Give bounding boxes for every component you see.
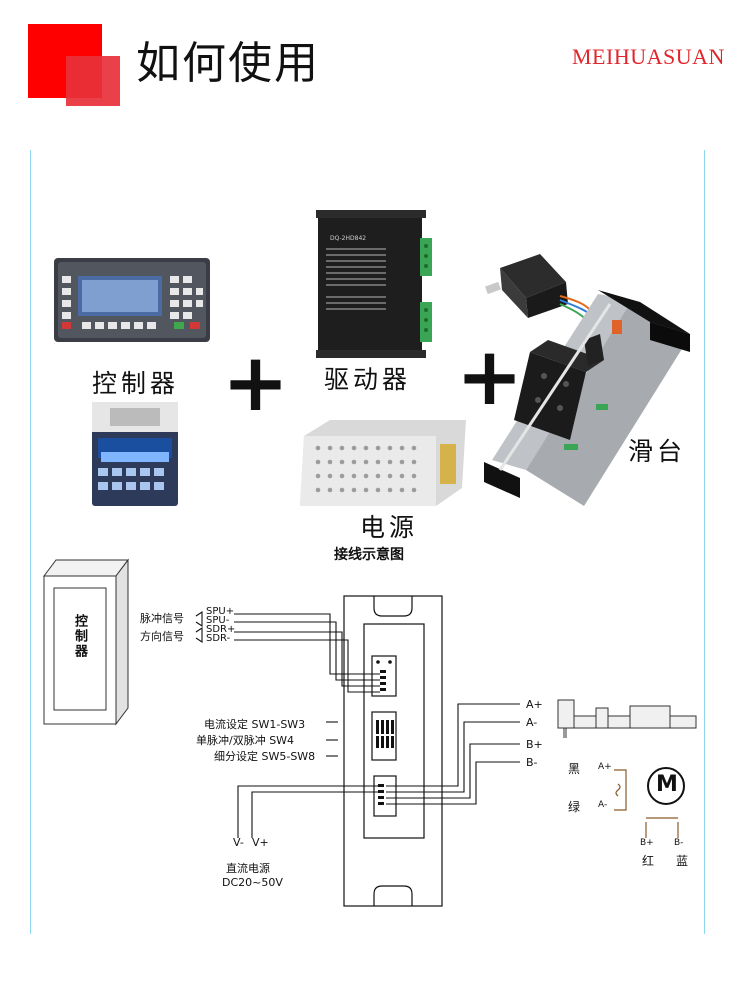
wire-color-green: 绿 (568, 800, 581, 814)
mini-slide-drawing (557, 699, 697, 738)
stepper-driver-image (316, 210, 432, 358)
pin-spu-plus: SPU+ (206, 606, 235, 617)
frame-right-line (704, 150, 705, 934)
brand-name: MEIHUASUAN (572, 44, 725, 69)
wire-color-red: 红 (642, 854, 655, 868)
driver-outline (343, 595, 443, 907)
controller-label: 控制器 (92, 369, 180, 398)
stepper-motor-image (485, 254, 593, 323)
coil-a-plus: A+ (598, 762, 612, 772)
motor-coil-schematic (614, 769, 679, 838)
coil-a-minus: A- (598, 800, 608, 810)
coil-b-plus: B+ (640, 838, 654, 848)
power-supply-label: 电源 (360, 513, 419, 542)
wire-color-blue: 蓝 (676, 854, 689, 868)
microstep-label: 细分设定 SW5-SW8 (214, 750, 316, 763)
small-controller-image (92, 402, 178, 506)
power-pin-vplus: V+ (252, 836, 269, 849)
page-title: 如何使用 (136, 38, 320, 89)
plus-sign-2: + (456, 330, 524, 423)
driver-model-text: DQ-2HD842 (330, 235, 366, 242)
power-pin-vminus: V- (233, 836, 244, 849)
motor-pin-a-minus: A- (526, 716, 538, 729)
wiring-diagram-title: 接线示意图 (334, 547, 404, 563)
header-red-square-overlay (66, 56, 120, 106)
controller-box-label: 控制器 (72, 614, 87, 659)
pin-spu-minus: SPU- (206, 615, 230, 626)
frame-left-line (30, 150, 31, 934)
pulse-signal-label: 脉冲信号 (140, 612, 184, 625)
motor-pin-b-plus: B+ (526, 738, 543, 751)
motor-symbol-circle (647, 767, 685, 805)
driver-label: 驱动器 (324, 365, 412, 394)
pulse-mode-label: 单脉冲/双脉冲 SW4 (196, 734, 295, 747)
controller-box (43, 558, 129, 726)
wire-color-black: 黑 (568, 762, 581, 776)
dc-voltage-range: DC20~50V (222, 876, 283, 889)
plus-sign-1: + (222, 336, 290, 429)
pin-sdr-plus: SDR+ (206, 624, 236, 635)
coil-b-minus: B- (674, 838, 684, 848)
pin-sdr-minus: SDR- (206, 633, 231, 644)
motor-m-icon: M (656, 772, 678, 797)
motion-controller-image (54, 258, 210, 342)
slide-label: 滑台 (628, 437, 687, 466)
current-setting-label: 电流设定 SW1-SW3 (204, 718, 306, 731)
motor-pin-a-plus: A+ (526, 698, 543, 711)
direction-signal-label: 方向信号 (140, 630, 184, 643)
motor-pin-b-minus: B- (526, 756, 538, 769)
linear-slide-image (484, 290, 690, 506)
power-supply-image (300, 420, 466, 506)
dc-power-label: 直流电源 (226, 862, 270, 875)
